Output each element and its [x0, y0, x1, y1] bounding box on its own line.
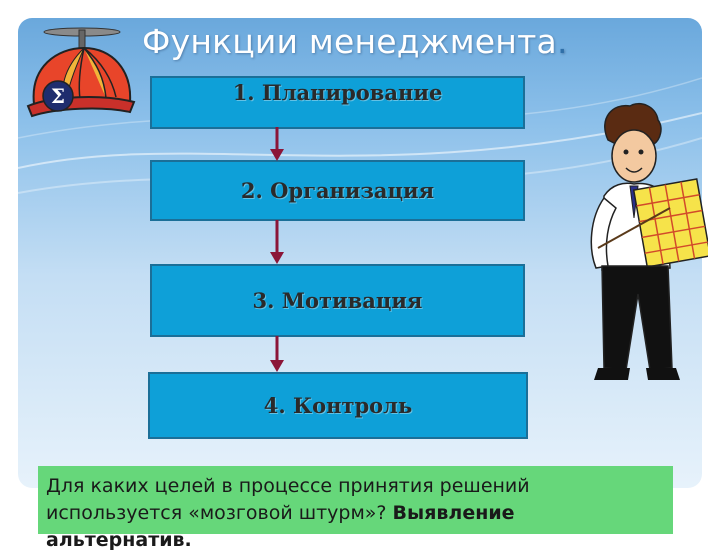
propeller-cap-sigma-icon: Σ [26, 27, 136, 118]
arrow-down-icon [270, 127, 284, 161]
arrow-down-icon [270, 336, 284, 372]
step-planning: 1. Планирование [150, 76, 525, 129]
arrow-down-icon [270, 220, 284, 264]
step-label: 4. Контроль [263, 393, 413, 418]
question-box: Для каких целей в процессе принятия реше… [38, 466, 673, 551]
step-label: 3. Мотивация [252, 288, 423, 313]
step-motivation: 3. Мотивация [150, 264, 525, 337]
question-line-2: используется «мозговой штурм»? Выявление… [46, 502, 515, 551]
man-with-chart-icon [590, 102, 708, 380]
step-organization: 2. Организация [150, 160, 525, 221]
question-line-1: Для каких целей в процессе принятия реше… [46, 475, 530, 497]
svg-text:Σ: Σ [51, 84, 65, 108]
slide-title: Функции менеджмента. [142, 22, 568, 61]
step-label: 2. Организация [240, 178, 435, 203]
step-control: 4. Контроль [148, 372, 528, 439]
step-label: 1. Планирование [232, 80, 443, 105]
